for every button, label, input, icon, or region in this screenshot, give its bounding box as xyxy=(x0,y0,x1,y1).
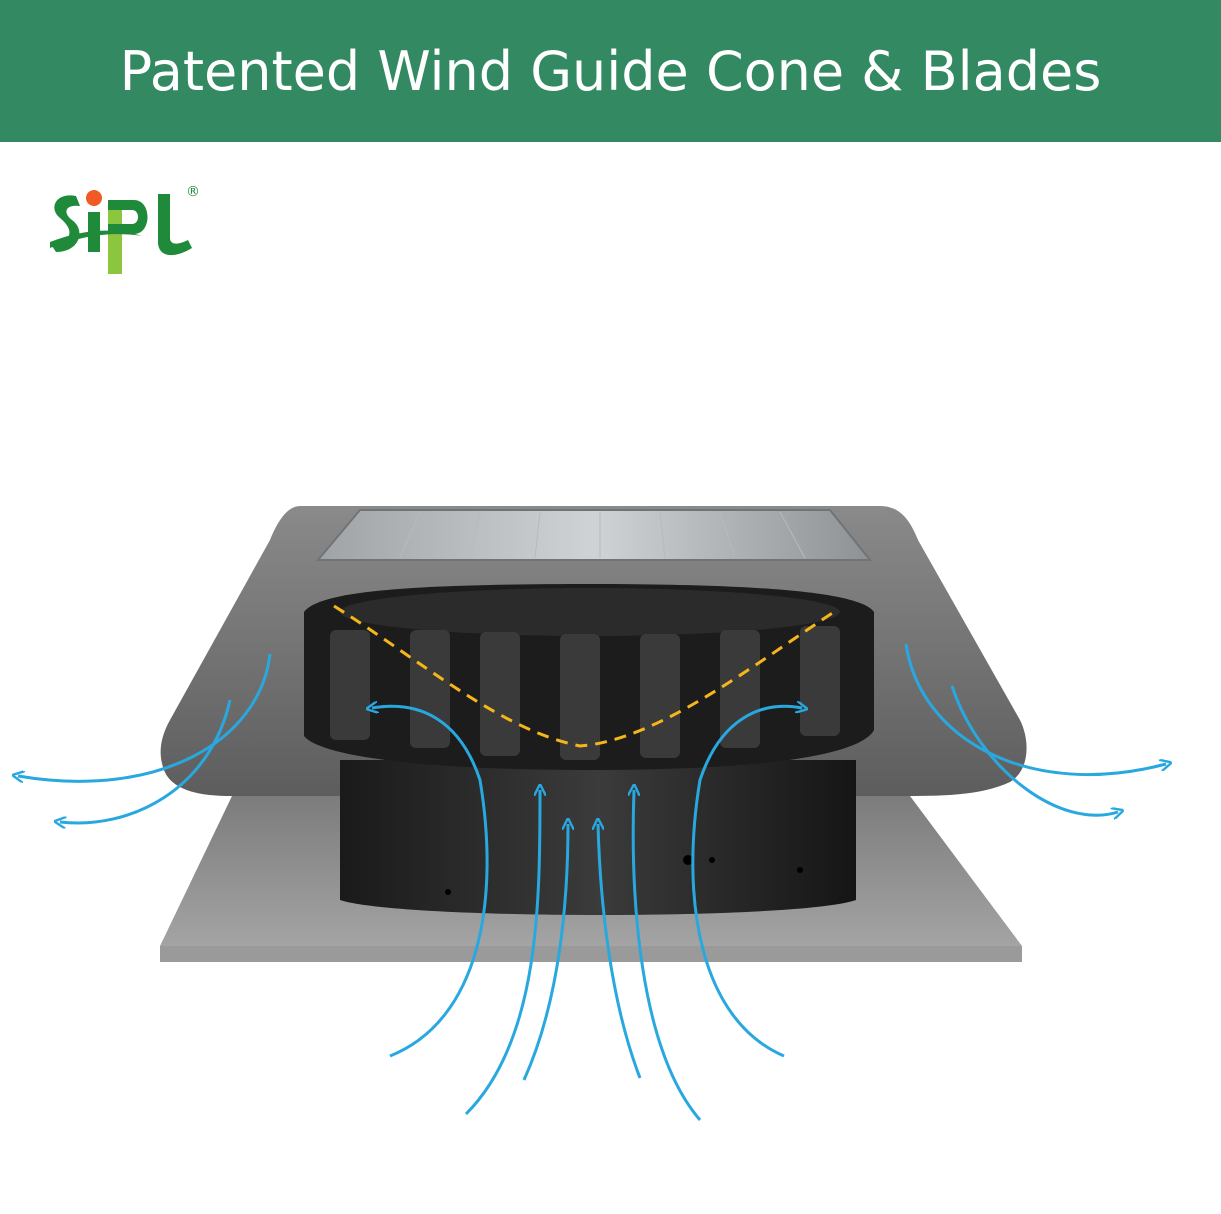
logo-l-letter xyxy=(158,194,192,256)
airflow-arrow xyxy=(950,685,1118,815)
base-flashing-lip xyxy=(160,946,1022,962)
airflow-arrow xyxy=(633,790,702,1121)
airflow-arrow xyxy=(372,706,489,1058)
solar-vent-illustration xyxy=(0,506,1221,1121)
logo-p-bowl xyxy=(108,200,148,234)
airflow-arrow xyxy=(522,824,568,1081)
cylinder-hole xyxy=(445,889,451,895)
logo-p-stem xyxy=(108,200,122,274)
cylinder-hole xyxy=(709,857,715,863)
cylinder-hole xyxy=(797,867,803,873)
solar-panel xyxy=(315,509,873,561)
fan-top-opening xyxy=(340,588,840,636)
airflow-arrow xyxy=(464,790,540,1116)
logo-registered-mark: ® xyxy=(186,184,200,200)
logo-i-dot xyxy=(86,190,102,206)
banner-title: Patented Wind Guide Cone & Blades xyxy=(119,39,1102,103)
airflow-arrow xyxy=(60,699,232,823)
airflow-arrows xyxy=(18,643,1166,1121)
cylinder-hole xyxy=(683,855,693,865)
wind-guide-curve xyxy=(333,604,835,748)
solar-panel-grid xyxy=(399,511,806,559)
sipl-logo: ® xyxy=(50,184,200,274)
airflow-arrow xyxy=(598,824,642,1079)
fan-blades xyxy=(330,626,840,760)
logo-leaf-swoosh xyxy=(50,230,142,248)
airflow-arrow xyxy=(691,706,802,1058)
title-banner: Patented Wind Guide Cone & Blades xyxy=(0,0,1221,142)
airflow-arrow xyxy=(18,653,272,781)
